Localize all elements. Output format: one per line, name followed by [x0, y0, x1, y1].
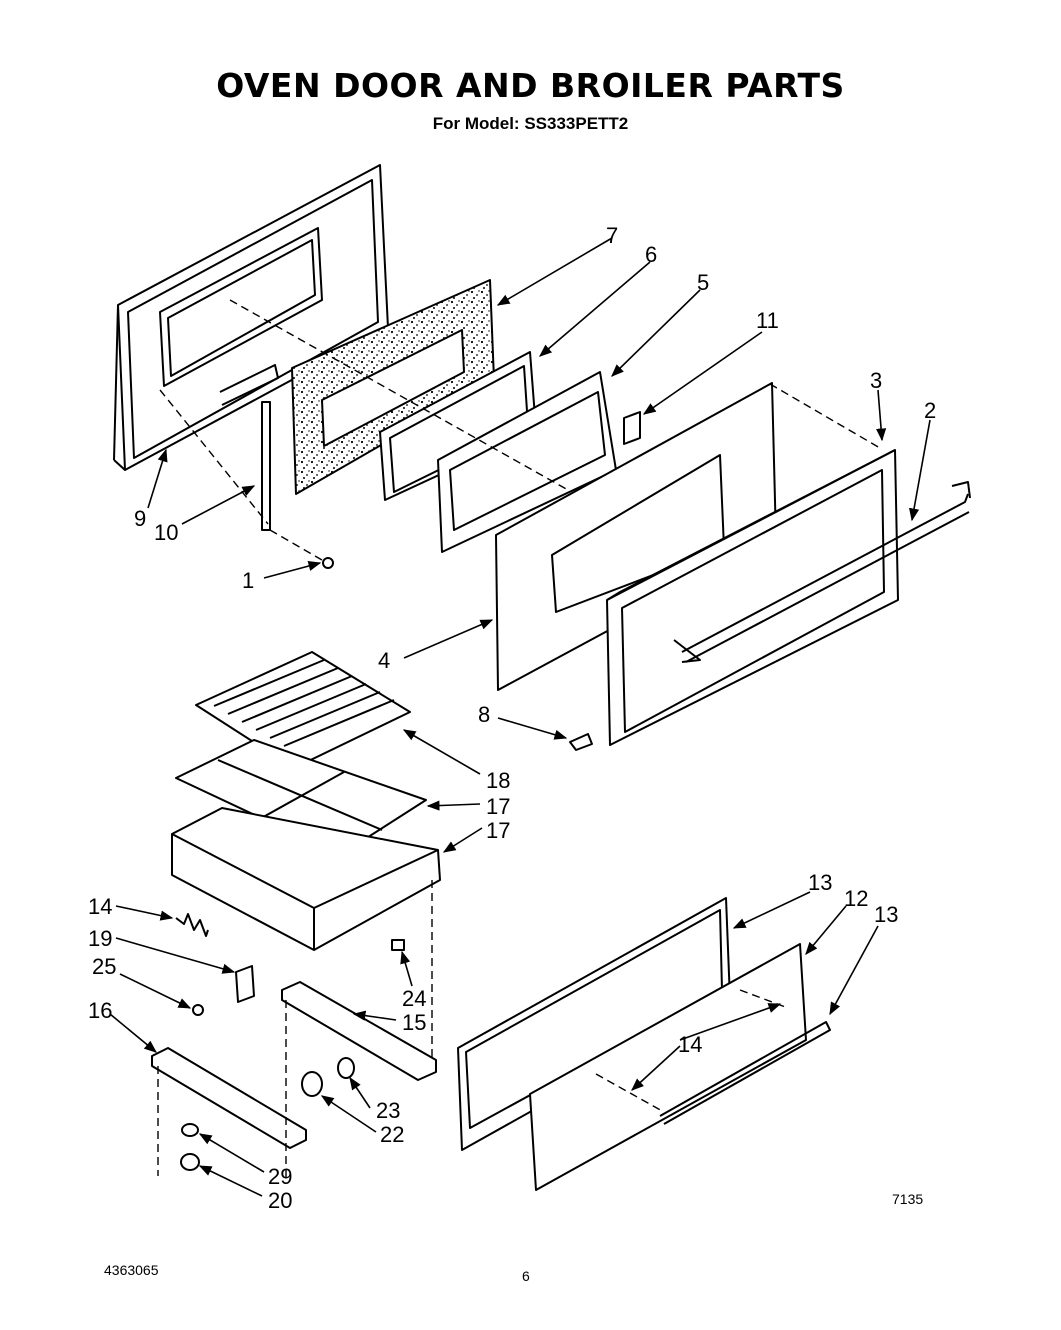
- callout-26: 25: [92, 954, 116, 979]
- figure-number: 7135: [892, 1191, 923, 1207]
- callout-15: 13: [808, 870, 832, 895]
- callout-25: 24: [402, 986, 426, 1011]
- callout-19: 17: [486, 794, 510, 819]
- broiler-door-handle: [659, 1021, 831, 1125]
- screw-part-1: [322, 557, 334, 569]
- outer-door-frame: [606, 449, 899, 746]
- roller-part-29: [181, 1123, 199, 1137]
- callout-14: 14: [678, 1032, 702, 1057]
- callout-21: 19: [88, 926, 112, 951]
- callout-10: 10: [154, 520, 178, 545]
- callout-3: 3: [870, 368, 882, 393]
- callout-17-upper: 15: [402, 1010, 426, 1035]
- spring-part-16: [175, 913, 209, 937]
- page-title: OVEN DOOR AND BROILER PARTS: [216, 66, 845, 105]
- callout-24: 23: [376, 1098, 400, 1123]
- callout-1: 1: [242, 568, 254, 593]
- callout-9: 9: [134, 506, 146, 531]
- model-subtitle: For Model: SS333PETT2: [432, 114, 629, 133]
- broiler-drawer: [171, 807, 441, 951]
- callout-17-lower: 16: [88, 998, 112, 1023]
- roller-part-23: [301, 1071, 323, 1097]
- roller-part-22: [180, 1153, 200, 1171]
- page-number: 6: [522, 1268, 530, 1284]
- callout-22: 20: [268, 1188, 292, 1213]
- callout-4: 4: [378, 648, 390, 673]
- door-insulation: [291, 279, 495, 495]
- callout-6: 6: [645, 242, 657, 267]
- fastener-part-25: [391, 939, 405, 951]
- callout-13: 13: [874, 902, 898, 927]
- callout-2: 2: [924, 398, 936, 423]
- callout-16: 14: [88, 894, 112, 919]
- rail-bracket-lower: [151, 1047, 307, 1149]
- callout-5: 5: [697, 270, 709, 295]
- rail-bracket-upper: [281, 981, 437, 1081]
- callout-20: 18: [486, 768, 510, 793]
- callout-11: 11: [756, 308, 779, 333]
- latch-clip-part-8: [569, 733, 593, 751]
- roller-part-24: [337, 1057, 355, 1079]
- broiler-door-outer-panel: [529, 943, 807, 1191]
- callout-23: 22: [380, 1122, 404, 1147]
- document-number: 4363065: [104, 1262, 159, 1278]
- latch-part-21: [235, 965, 255, 1003]
- hinge-channel: [261, 401, 271, 531]
- callout-29: 29: [268, 1164, 292, 1189]
- screw-part-26: [192, 1004, 204, 1016]
- clip-part-11: [623, 411, 641, 445]
- callout-8: 8: [478, 702, 490, 727]
- broiler-grid: [195, 651, 411, 769]
- callout-12: 12: [844, 886, 868, 911]
- door-handle: [673, 481, 971, 663]
- callout-18: 17: [486, 818, 510, 843]
- callout-7: 7: [606, 223, 618, 248]
